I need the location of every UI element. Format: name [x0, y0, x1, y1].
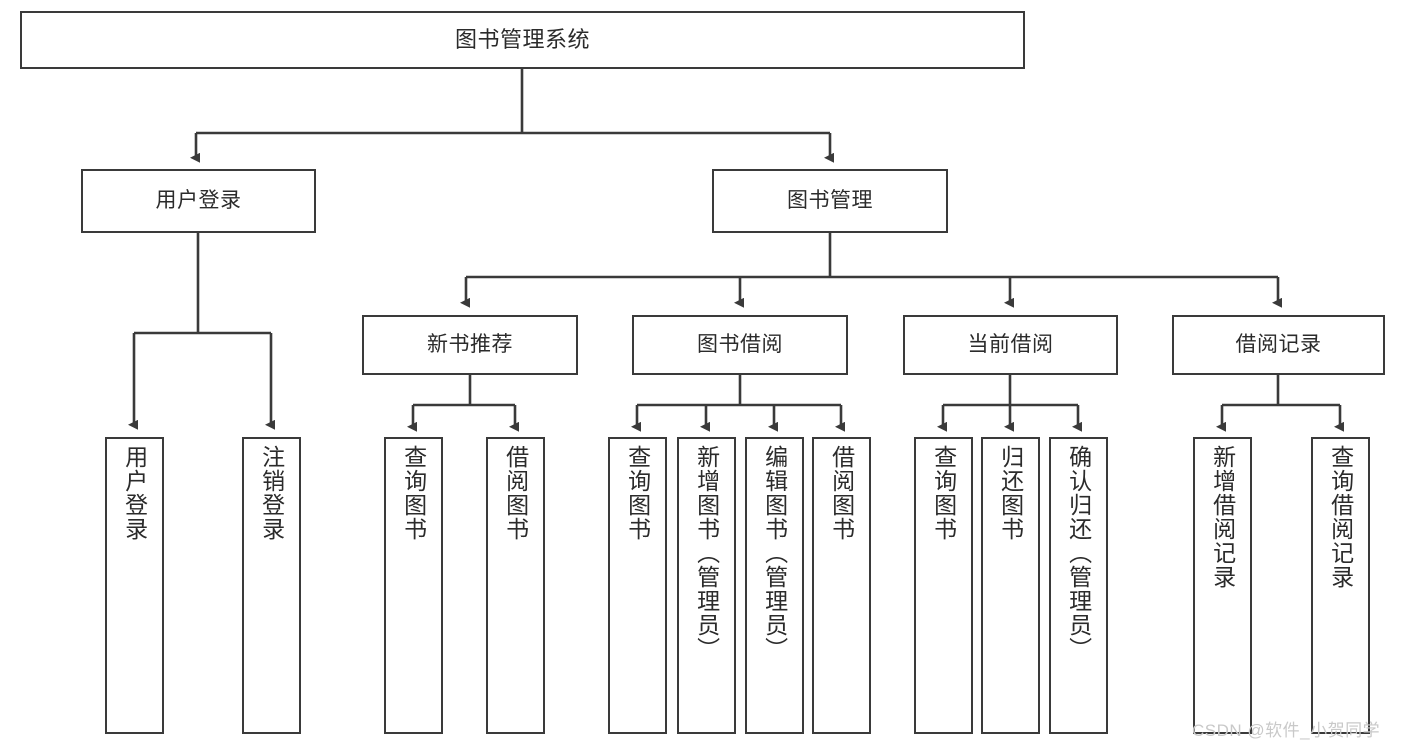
node-label: 查询图书	[624, 445, 651, 541]
node-label: 当前借阅	[967, 332, 1054, 356]
node-label: 新增图书（管理员）	[693, 445, 720, 661]
node-label: 借阅图书	[828, 445, 855, 541]
node-label: 归还图书	[997, 445, 1024, 541]
leaf-logout-login[interactable]: 注销登录	[242, 437, 301, 734]
leaf-query-book-recommend[interactable]: 查询图书	[384, 437, 443, 734]
leaf-borrow-book[interactable]: 借阅图书	[812, 437, 871, 734]
node-label: 注销登录	[258, 445, 285, 541]
node-label: 用户登录	[121, 445, 148, 541]
node-label: 借阅图书	[502, 445, 529, 541]
node-label: 查询图书	[930, 445, 957, 541]
leaf-return-book[interactable]: 归还图书	[981, 437, 1040, 734]
node-label: 新增借阅记录	[1209, 445, 1236, 589]
node-label: 编辑图书（管理员）	[761, 445, 788, 661]
node-label: 借阅记录	[1235, 332, 1322, 356]
node-book-management[interactable]: 图书管理	[712, 169, 948, 233]
leaf-borrow-book-recommend[interactable]: 借阅图书	[486, 437, 545, 734]
node-user-login[interactable]: 用户登录	[81, 169, 316, 233]
node-new-book-recommend[interactable]: 新书推荐	[362, 315, 578, 375]
node-book-borrow[interactable]: 图书借阅	[632, 315, 848, 375]
leaf-confirm-return[interactable]: 确认归还（管理员）	[1049, 437, 1108, 734]
leaf-query-borrow-record[interactable]: 查询借阅记录	[1311, 437, 1370, 734]
node-label: 图书借阅	[697, 332, 783, 356]
leaf-query-book-current[interactable]: 查询图书	[914, 437, 973, 734]
leaf-query-book-borrow[interactable]: 查询图书	[608, 437, 667, 734]
node-borrow-record[interactable]: 借阅记录	[1172, 315, 1385, 375]
node-label: 图书管理系统	[454, 27, 590, 53]
csdn-watermark: CSDN @软件_小贺同学	[1192, 721, 1381, 740]
leaf-add-borrow-record[interactable]: 新增借阅记录	[1193, 437, 1252, 734]
node-label: 查询借阅记录	[1327, 445, 1354, 589]
node-label: 确认归还（管理员）	[1065, 445, 1092, 661]
node-current-borrow[interactable]: 当前借阅	[903, 315, 1118, 375]
leaf-add-book[interactable]: 新增图书（管理员）	[677, 437, 736, 734]
node-root-system[interactable]: 图书管理系统	[20, 11, 1025, 69]
node-label: 查询图书	[400, 445, 427, 541]
node-label: 图书管理	[787, 188, 873, 212]
node-label: 新书推荐	[427, 332, 513, 356]
node-label: 用户登录	[155, 188, 242, 212]
leaf-edit-book[interactable]: 编辑图书（管理员）	[745, 437, 804, 734]
leaf-user-login[interactable]: 用户登录	[105, 437, 164, 734]
